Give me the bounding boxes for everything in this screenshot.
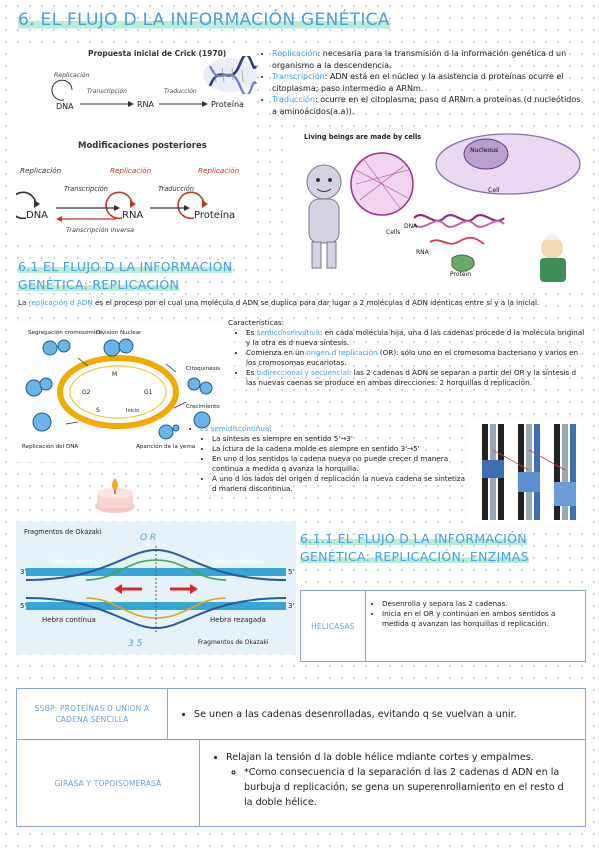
crick-transcripcion: Transcripción	[87, 88, 127, 95]
table-row-subbullet: *Como consecuencia d la separación d las…	[244, 765, 575, 810]
crick-transcripcion-inversa: Transcripción inversa	[66, 226, 134, 234]
svg-text:Nucleous: Nucleous	[470, 147, 498, 154]
svg-text:Aparición de la yema: Aparición de la yema	[136, 443, 195, 450]
dna-helix-icon	[202, 53, 258, 98]
caracteristica-item: Es semiconservativa: en cada molécula hi…	[246, 328, 586, 348]
svg-text:Segregación cromosómica: Segregación cromosómica	[28, 329, 102, 336]
cycle-ring	[57, 355, 179, 429]
fork-continua-bottom: Hebra continua	[42, 616, 96, 624]
svg-text:Living beings are made by cell: Living beings are made by cells	[304, 133, 421, 141]
semidiscontinua: Es semidiscontinua: La síntesis es siemp…	[190, 424, 468, 494]
semi-item: La lctura de la cadena molde es siempre …	[212, 444, 468, 454]
crick-proteina: Proteína	[211, 100, 244, 109]
intro-bullets: Replicación: necesaria para la transmisi…	[260, 48, 582, 117]
svg-text:3': 3'	[20, 568, 26, 576]
svg-text:Citoquinesis: Citoquinesis	[186, 366, 220, 372]
semi-item: La síntesis es siempre en sentido 5'→3'	[212, 434, 468, 444]
cell-shape	[435, 133, 581, 195]
svg-text:Replicación: Replicación	[110, 166, 152, 175]
intro-bullet: Traducción: ocurre en el citoplasma; pas…	[272, 94, 582, 117]
model-column	[482, 424, 504, 520]
svg-text:Crecimiento: Crecimiento	[186, 404, 220, 410]
model-column	[554, 424, 576, 520]
helicasas-box: HELICASAS Desenrolla y separa las 2 cade…	[300, 590, 586, 662]
cell-cycle-figure: Segregación cromosómica División Nuclear…	[16, 324, 234, 462]
table-row-label: SSBP: PROTEÍNAS D UNIÓN A CADENA SENCILL…	[17, 689, 168, 739]
section-6-1-heading: 6.1 EL FLUJO D LA INFORMACIÓN GENÉTICA: …	[18, 259, 233, 292]
svg-text:Replicación: Replicación	[198, 166, 240, 175]
svg-text:S: S	[96, 407, 100, 414]
cell-illustration: Living beings are made by cells Cells Nu…	[290, 130, 592, 286]
svg-text:G2: G2	[82, 389, 91, 396]
crick-dna: DNA	[56, 102, 74, 111]
section-6-1-1-heading: 6.1.1 EL FLUJO D LA INFORMACIÓN GENÉTICA…	[300, 531, 529, 564]
replication-models-figure	[468, 420, 584, 524]
helicasas-item: Desenrolla y separa las 2 cadenas.	[382, 599, 579, 609]
replication-loop-icon	[51, 79, 73, 101]
s61-intro: La replicación d ADN es el proceso por e…	[18, 298, 540, 307]
svg-text:RNA: RNA	[122, 210, 143, 221]
crick-replicacion: Replicación	[54, 71, 90, 79]
caracteristica-item: Es bidireccional y secuencial: las 2 cad…	[246, 368, 586, 388]
svg-text:3': 3'	[288, 602, 294, 610]
crick-rna: RNA	[137, 100, 155, 109]
helicasas-label: HELICASAS	[301, 591, 366, 661]
svg-text:Cell: Cell	[488, 187, 500, 194]
svg-text:5': 5'	[288, 568, 294, 576]
svg-text:DNA: DNA	[404, 223, 418, 230]
fork-rezagada-bottom: Hebra rezagada	[210, 616, 266, 624]
crick-traduccion: Traducción	[164, 88, 197, 95]
semi-item: En uno d los sentidos la cadena nueva no…	[212, 454, 468, 474]
candle-icon	[92, 472, 138, 518]
page-title: 6. EL FLUJO D LA INFORMACIÓN GENÉTICA	[18, 10, 390, 30]
svg-text:5': 5'	[20, 602, 26, 610]
fork-rezagada: Hebra rezagada	[50, 558, 106, 566]
table-row-bullet: Relajan la tensión d la doble hélice mdi…	[226, 750, 575, 765]
fork-hw-35: 3 5	[128, 639, 143, 649]
svg-text:Replicación del DNA: Replicación del DNA	[22, 443, 78, 450]
table-row: SSBP: PROTEÍNAS D UNIÓN A CADENA SENCILL…	[16, 688, 586, 740]
caracteristicas: Características: Es semiconservativa: en…	[228, 318, 586, 388]
fork-okazaki-top: Fragmentos de Okazaki	[24, 528, 102, 536]
person-head	[306, 164, 342, 200]
svg-text:M: M	[112, 371, 117, 378]
intro-bullet: Transcripción: ADN está en el núcleo y l…	[272, 71, 582, 94]
svg-text:Transcripción: Transcripción	[64, 185, 108, 193]
svg-text:G1: G1	[144, 389, 153, 396]
table-row-bullet: Se unen a las cadenas desenrolladas, evi…	[194, 707, 517, 722]
svg-text:Replicación: Replicación	[20, 166, 62, 175]
svg-text:Proteína: Proteína	[194, 209, 235, 221]
svg-text:Protein: Protein	[450, 271, 471, 278]
replication-fork-figure: Fragmentos de Okazaki O R Hebra rezagada…	[16, 522, 296, 654]
svg-text:DNA: DNA	[26, 210, 48, 221]
helicasas-item: Inicia en el OR y continúan en ambos sen…	[382, 609, 579, 629]
table-row-label: GIRASA Y TOPOISOMERASA	[17, 740, 200, 826]
svg-text:División Nuclear: División Nuclear	[96, 329, 142, 336]
crick-heading: Propuesta inicial de Crick (1970)	[88, 49, 226, 58]
semi-heading: Es semidiscontinua: La síntesis es siemp…	[200, 424, 468, 494]
crick-mod-heading: Modificaciones posteriores	[78, 141, 207, 151]
svg-text:Cells: Cells	[386, 229, 400, 236]
central-dogma-diagram: Propuesta inicial de Crick (1970) Replic…	[9, 49, 244, 234]
dna-strand	[413, 214, 505, 222]
enzymes-table: SSBP: PROTEÍNAS D UNIÓN A CADENA SENCILL…	[16, 688, 586, 827]
caracteristicas-label: Características:	[228, 318, 285, 327]
page-title-wrap: 6. EL FLUJO D LA INFORMACIÓN GENÉTICA	[18, 10, 418, 30]
fork-okazaki-bottom: Fragmentos de Okazaki	[198, 639, 269, 646]
svg-text:Traducción: Traducción	[158, 185, 194, 193]
table-row: GIRASA Y TOPOISOMERASA Relajan la tensió…	[16, 740, 586, 827]
svg-text:RNA: RNA	[416, 249, 430, 256]
replication-loop-protein	[177, 191, 205, 220]
svg-text:Inicio: Inicio	[126, 408, 139, 414]
semi-item: A uno d los lados del origen d replicaci…	[212, 474, 468, 494]
model-column	[518, 424, 540, 520]
fork-continua-top: Hebra continua	[210, 558, 264, 566]
fork-or: O R	[140, 533, 156, 543]
caracteristica-item: Comienza en un origen d replicación (OR)…	[246, 348, 586, 368]
replication-loop-rna	[105, 191, 133, 220]
intro-bullet: Replicación: necesaria para la transmisi…	[272, 48, 582, 71]
